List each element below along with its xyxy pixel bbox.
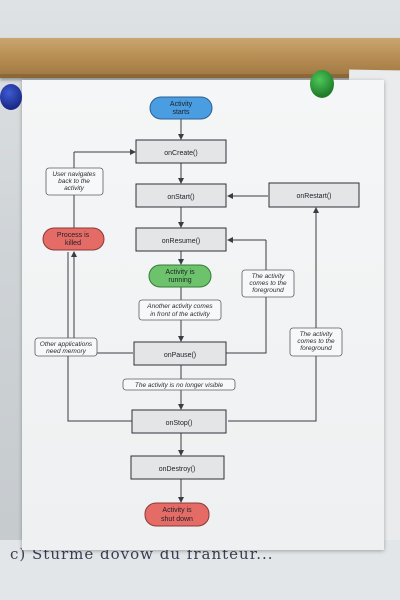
svg-text:activity: activity (64, 185, 85, 192)
svg-text:User navigates: User navigates (52, 171, 96, 178)
callback-on-resume: onResume() (135, 227, 227, 252)
svg-text:Activity: Activity (170, 101, 193, 108)
note-comes-to-foreground-1: The activity comes to the foreground (241, 269, 295, 298)
callback-on-stop: onStop() (131, 409, 227, 434)
wooden-rail (0, 38, 400, 78)
note-another-activity: Another activity comes in front of the a… (138, 299, 222, 321)
svg-text:Activity is: Activity is (165, 269, 195, 276)
svg-text:onResume(): onResume() (162, 238, 201, 245)
note-other-apps-memory: Other applications need memory (34, 337, 98, 357)
svg-text:shut down: shut down (161, 516, 193, 523)
green-pushpin-icon (310, 70, 334, 98)
svg-text:onRestart(): onRestart() (296, 193, 331, 200)
svg-text:Process is: Process is (57, 232, 90, 239)
blue-pushpin-icon (0, 84, 22, 110)
svg-text:onStart(): onStart() (167, 194, 194, 201)
callback-on-create: onCreate() (135, 139, 227, 164)
note-user-navigates-back: User navigates back to the activity (45, 167, 104, 196)
svg-text:Activity is: Activity is (162, 507, 192, 514)
state-activity-shut-down: Activity is shut down (144, 502, 210, 527)
state-process-killed: Process is killed (42, 227, 105, 251)
svg-text:starts: starts (172, 109, 190, 116)
note-no-longer-visible: The activity is no longer visible (122, 378, 236, 391)
svg-text:The activity is no longer visi: The activity is no longer visible (135, 382, 224, 389)
svg-text:Another activity comes: Another activity comes (146, 303, 213, 310)
svg-text:in front of the activity: in front of the activity (150, 311, 210, 318)
state-activity-starts: Activity starts (149, 96, 213, 120)
svg-text:onDestroy(): onDestroy() (159, 466, 196, 473)
wooden-rail-edge (0, 74, 400, 78)
callback-on-restart: onRestart() (268, 182, 360, 208)
callback-on-destroy: onDestroy() (130, 455, 225, 480)
svg-text:comes to the: comes to the (249, 280, 287, 287)
svg-text:foreground: foreground (300, 345, 332, 352)
state-activity-running: Activity is running (148, 264, 212, 288)
callback-on-pause: onPause() (133, 341, 227, 366)
svg-text:onPause(): onPause() (164, 352, 196, 359)
svg-text:back to the: back to the (58, 178, 90, 185)
svg-text:onStop(): onStop() (166, 420, 193, 427)
svg-text:need memory: need memory (46, 348, 86, 355)
svg-text:Other applications: Other applications (40, 341, 93, 348)
svg-text:onCreate(): onCreate() (164, 150, 197, 157)
svg-text:The activity: The activity (300, 331, 334, 338)
svg-text:comes to the: comes to the (297, 338, 335, 345)
svg-text:foreground: foreground (252, 287, 284, 294)
lower-sheet (0, 540, 400, 600)
note-comes-to-foreground-2: The activity comes to the foreground (289, 327, 343, 357)
callback-on-start: onStart() (135, 183, 227, 208)
svg-text:running: running (168, 277, 191, 284)
svg-text:killed: killed (65, 240, 81, 247)
svg-text:The activity: The activity (252, 273, 286, 280)
